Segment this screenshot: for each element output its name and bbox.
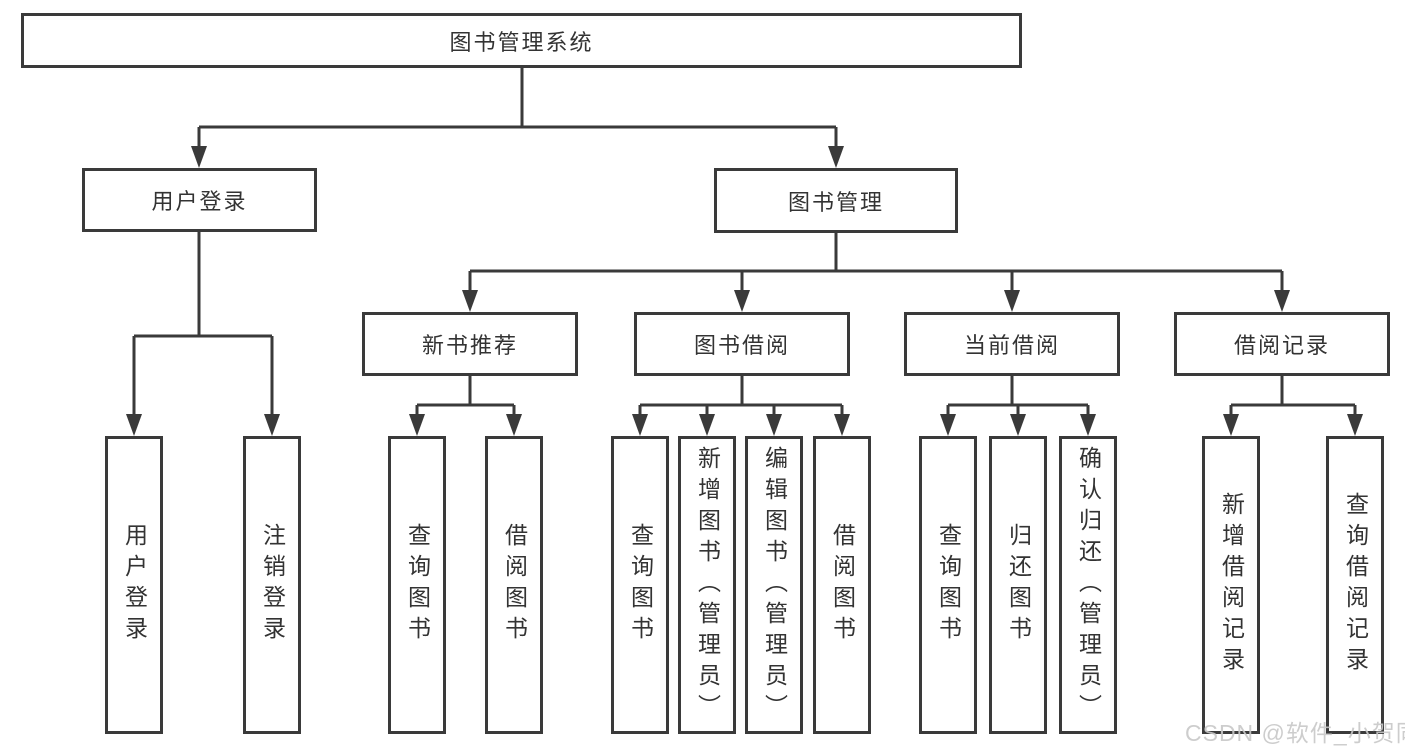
node-new-book-recommend: 新书推荐 [362,312,578,376]
leaf-query-books-current: 查询图书 [919,436,977,734]
node-book-borrow: 图书借阅 [634,312,850,376]
leaf-confirm-return-admin: 确认归还（管理员） [1059,436,1117,734]
leaf-query-books-borrow: 查询图书 [611,436,669,734]
leaf-edit-books-admin: 编辑图书（管理员） [745,436,803,734]
leaf-return-books: 归还图书 [989,436,1047,734]
leaf-label: 查询图书 [627,523,654,647]
leaf-label: 查询图书 [404,523,431,647]
leaf-label: 编辑图书（管理员） [761,445,788,725]
csdn-watermark: CSDN @软件_小贺同学 [1185,720,1405,746]
node-user-login: 用户登录 [82,168,317,232]
node-library-management-system: 图书管理系统 [21,13,1022,68]
leaf-add-books-admin: 新增图书（管理员） [678,436,736,734]
leaf-borrow-books-recommend: 借阅图书 [485,436,543,734]
leaf-label: 新增借阅记录 [1218,492,1245,678]
node-current-borrow: 当前借阅 [904,312,1120,376]
leaf-query-books-recommend: 查询图书 [388,436,446,734]
node-book-management: 图书管理 [714,168,958,233]
leaf-add-borrow-record: 新增借阅记录 [1202,436,1260,734]
leaf-label: 借阅图书 [829,523,856,647]
leaf-label: 注销登录 [259,523,286,647]
leaf-borrow-books: 借阅图书 [813,436,871,734]
leaf-label: 借阅图书 [501,523,528,647]
leaf-label: 确认归还（管理员） [1075,445,1102,725]
leaf-label: 归还图书 [1005,523,1032,647]
leaf-logout: 注销登录 [243,436,301,734]
node-borrow-records: 借阅记录 [1174,312,1390,376]
leaf-label: 查询借阅记录 [1342,492,1369,678]
leaf-label: 查询图书 [935,523,962,647]
leaf-label: 新增图书（管理员） [694,445,721,725]
leaf-query-borrow-record: 查询借阅记录 [1326,436,1384,734]
leaf-label: 用户登录 [121,523,148,647]
leaf-user-login: 用户登录 [105,436,163,734]
